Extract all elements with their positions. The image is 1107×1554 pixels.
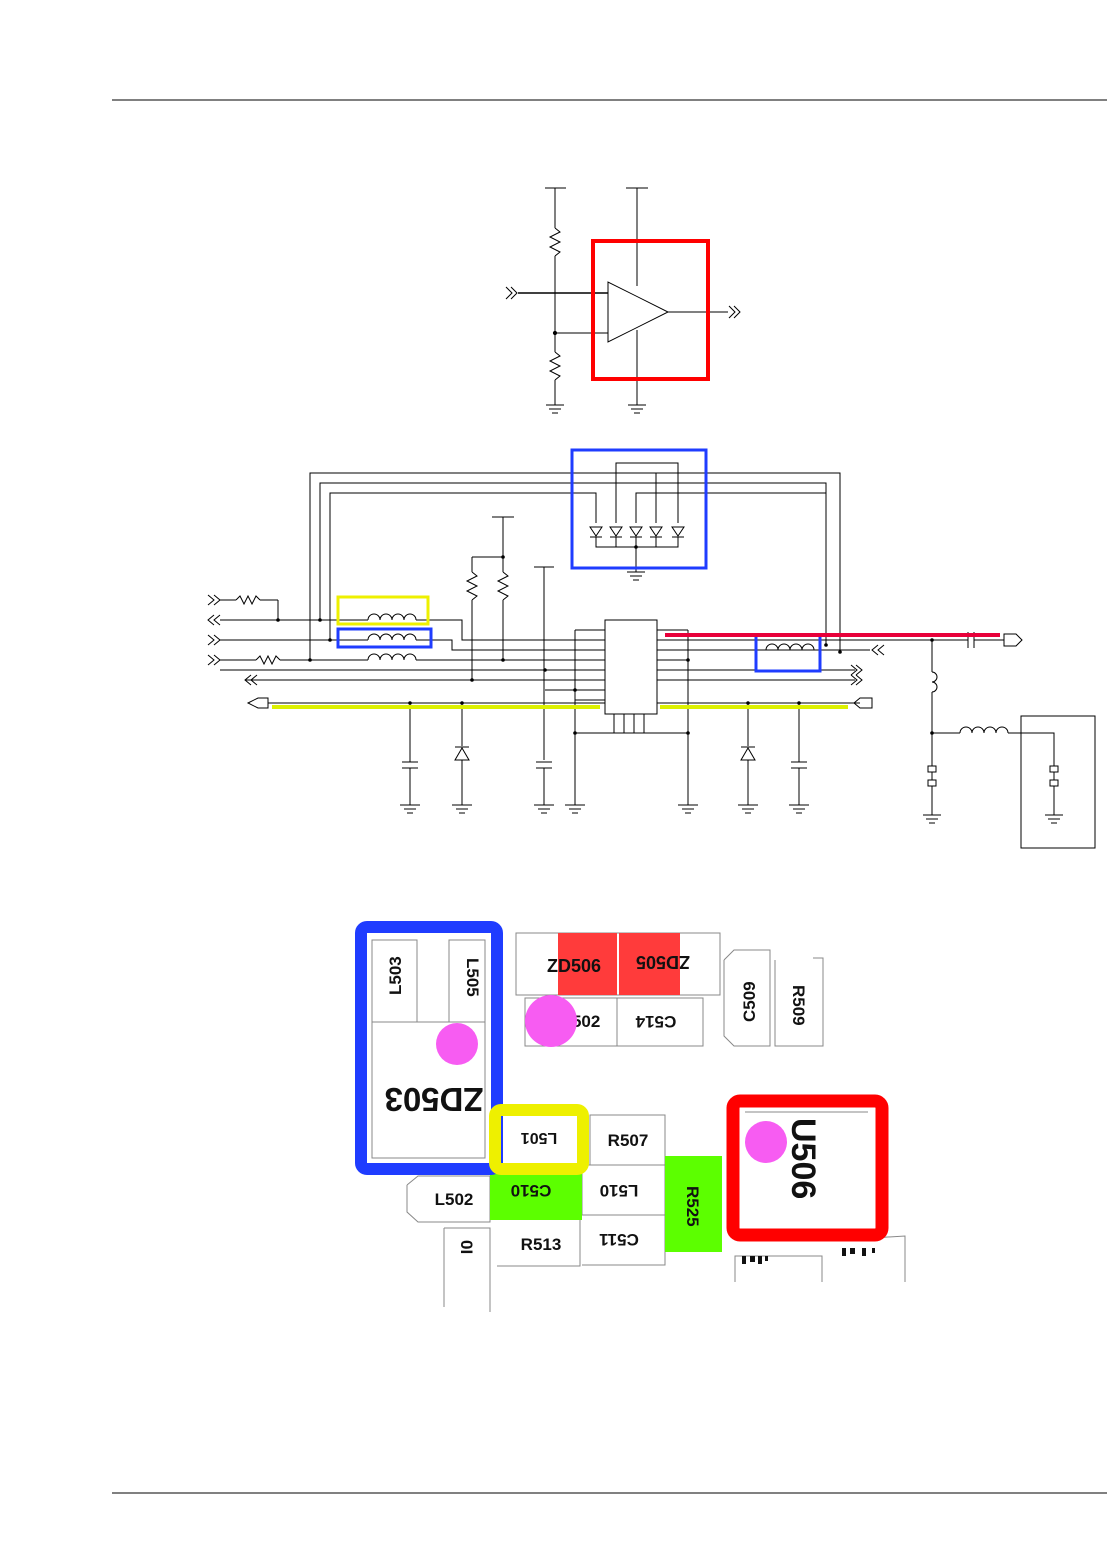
pcb-layout: L503 L505 ZD503 ZD506 ZD505 C509 R509 U5… — [355, 921, 906, 1312]
cropped-label-fragments — [742, 1248, 875, 1264]
label-c510: C510 — [511, 1181, 552, 1200]
comparator-symbol — [607, 281, 670, 343]
pad-zd505-red — [619, 933, 680, 995]
label-l510: L510 — [600, 1181, 639, 1200]
label-r509: R509 — [789, 985, 808, 1026]
tvs-diode-array — [589, 526, 685, 581]
inductor-mid — [367, 633, 417, 641]
pad-r525-green — [665, 1156, 722, 1252]
highlight-box-diodes-blue — [570, 448, 708, 570]
marker-zd503 — [436, 1023, 478, 1065]
resistor-top — [548, 227, 562, 257]
pad-zd506-red — [558, 933, 617, 995]
highlight-box-inductor-yellow — [336, 595, 430, 626]
marker-u506 — [745, 1121, 787, 1163]
highlight-box-inductor-blue — [336, 627, 433, 649]
marker-u502 — [525, 995, 577, 1047]
highlight-box-comparator-red — [591, 239, 710, 381]
highlight-frame-l501-yellow — [489, 1104, 589, 1175]
label-r513: R513 — [521, 1235, 562, 1254]
label-r525: R525 — [683, 1186, 702, 1227]
junction-dots — [276, 545, 934, 735]
comparator-schematic — [505, 187, 741, 414]
label-c514: C514 — [635, 1012, 676, 1031]
label-l503: L503 — [386, 956, 405, 995]
label-zd505: ZD505 — [636, 952, 690, 972]
pad-c510-green — [490, 1168, 582, 1220]
label-l501: L501 — [521, 1129, 558, 1146]
label-r507: R507 — [608, 1131, 649, 1150]
interface-schematic — [207, 462, 1096, 849]
interface-ic — [604, 619, 658, 715]
label-partial-left: 0I — [457, 1240, 476, 1254]
label-c511: C511 — [599, 1230, 639, 1249]
label-c509: C509 — [740, 981, 759, 1022]
inductor-output — [765, 643, 815, 651]
resistor-bottom — [548, 351, 562, 381]
label-l505: L505 — [463, 958, 482, 997]
inductor-bottom — [367, 653, 417, 661]
label-l502: L502 — [435, 1190, 474, 1209]
highlight-frame-u506-red — [726, 1094, 889, 1242]
label-zd506: ZD506 — [547, 956, 601, 976]
label-u506: U506 — [784, 1118, 822, 1199]
ground-symbols — [400, 804, 809, 814]
connector-box — [1020, 715, 1096, 849]
highlight-frame-zd503-blue — [355, 921, 503, 1175]
inductor-top — [367, 613, 417, 621]
label-zd503: ZD503 — [384, 1081, 483, 1118]
